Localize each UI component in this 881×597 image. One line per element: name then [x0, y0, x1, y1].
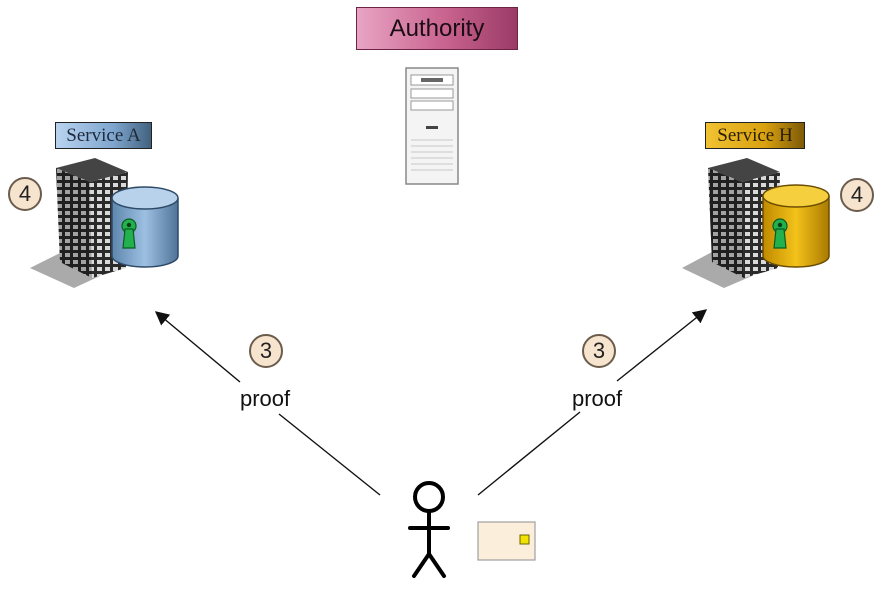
right-arrow-step-badge: 3 [582, 334, 616, 368]
service-h-label: Service H [705, 122, 805, 149]
right-arrow-label: proof [572, 386, 623, 411]
database-lock-icon [111, 186, 179, 268]
service-a-step-badge: 4 [8, 177, 42, 211]
server-tower-icon [405, 67, 459, 185]
right-arrow [477, 309, 708, 496]
database-lock-icon [762, 184, 830, 268]
credential-card-icon [477, 521, 536, 561]
service-h-step-badge: 4 [840, 178, 874, 212]
authority-label: Authority [356, 7, 518, 50]
service-a-label: Service A [55, 122, 152, 149]
user-stick-figure-icon [408, 481, 450, 578]
left-arrow-step-badge: 3 [249, 334, 283, 368]
left-arrow [154, 311, 381, 496]
left-arrow-label: proof [240, 386, 291, 411]
